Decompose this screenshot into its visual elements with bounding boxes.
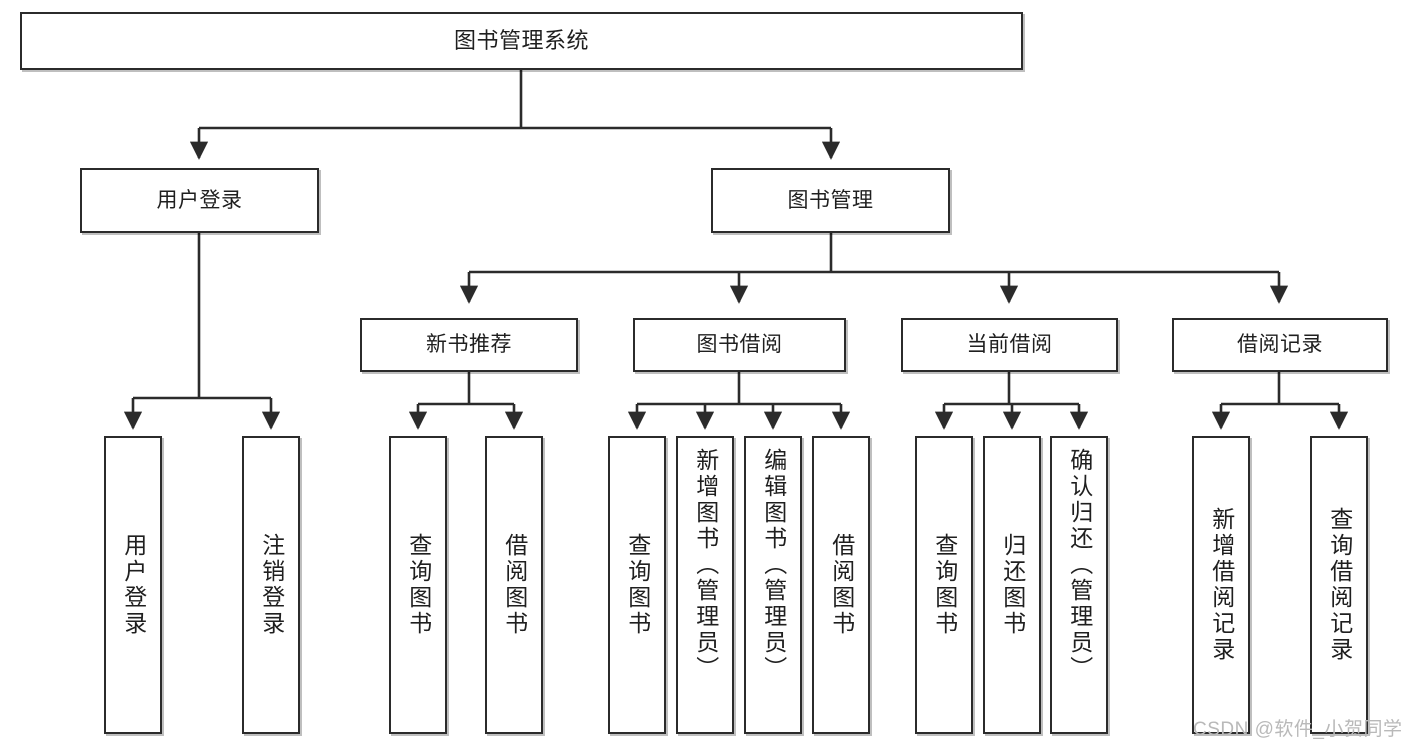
node-root[interactable]: 图书管理系统 <box>20 12 1023 70</box>
leaf-borrow-book-1[interactable]: 借阅图书 <box>485 436 543 734</box>
leaf-query-book-1-label: 查询图书 <box>405 533 432 637</box>
leaf-user-logout-label: 注销登录 <box>258 533 285 637</box>
leaf-user-logout[interactable]: 注销登录 <box>242 436 300 734</box>
leaf-query-book-3[interactable]: 查询图书 <box>915 436 973 734</box>
leaf-add-record-label: 新增借阅记录 <box>1208 507 1235 663</box>
leaf-query-record[interactable]: 查询借阅记录 <box>1310 436 1368 734</box>
leaf-return-book-label: 归还图书 <box>999 533 1026 637</box>
node-book-management-label: 图书管理 <box>787 188 874 212</box>
leaf-user-login-label: 用户登录 <box>120 533 147 637</box>
leaf-confirm-return[interactable]: 确认归还（管理员） <box>1050 436 1108 734</box>
leaf-query-record-label: 查询借阅记录 <box>1326 507 1353 663</box>
node-borrow-record-label: 借阅记录 <box>1237 333 1323 357</box>
node-current-borrow[interactable]: 当前借阅 <box>901 318 1118 372</box>
leaf-user-login[interactable]: 用户登录 <box>104 436 162 734</box>
leaf-return-book[interactable]: 归还图书 <box>983 436 1041 734</box>
leaf-query-book-2[interactable]: 查询图书 <box>608 436 666 734</box>
node-user-login-label: 用户登录 <box>156 188 243 212</box>
leaf-borrow-book-1-label: 借阅图书 <box>501 533 528 637</box>
node-book-borrow[interactable]: 图书借阅 <box>633 318 846 372</box>
node-current-borrow-label: 当前借阅 <box>966 333 1053 357</box>
watermark: CSDN @软件_小贺同学 <box>1193 719 1403 740</box>
node-borrow-record[interactable]: 借阅记录 <box>1172 318 1388 372</box>
leaf-query-book-2-label: 查询图书 <box>624 533 651 637</box>
node-user-login[interactable]: 用户登录 <box>80 168 319 233</box>
node-book-borrow-label: 图书借阅 <box>696 333 783 357</box>
node-new-book-recommend-label: 新书推荐 <box>426 333 512 357</box>
leaf-add-book-label: 新增图书（管理员） <box>692 448 719 682</box>
leaf-query-book-3-label: 查询图书 <box>931 533 958 637</box>
leaf-add-book[interactable]: 新增图书（管理员） <box>676 436 734 734</box>
node-root-label: 图书管理系统 <box>453 27 589 53</box>
leaf-add-record[interactable]: 新增借阅记录 <box>1192 436 1250 734</box>
node-book-management[interactable]: 图书管理 <box>711 168 950 233</box>
node-new-book-recommend[interactable]: 新书推荐 <box>360 318 578 372</box>
leaf-edit-book[interactable]: 编辑图书（管理员） <box>744 436 802 734</box>
leaf-confirm-return-label: 确认归还（管理员） <box>1066 448 1093 682</box>
leaf-borrow-book-2-label: 借阅图书 <box>828 533 855 637</box>
leaf-borrow-book-2[interactable]: 借阅图书 <box>812 436 870 734</box>
leaf-edit-book-label: 编辑图书（管理员） <box>760 448 787 682</box>
leaf-query-book-1[interactable]: 查询图书 <box>389 436 447 734</box>
